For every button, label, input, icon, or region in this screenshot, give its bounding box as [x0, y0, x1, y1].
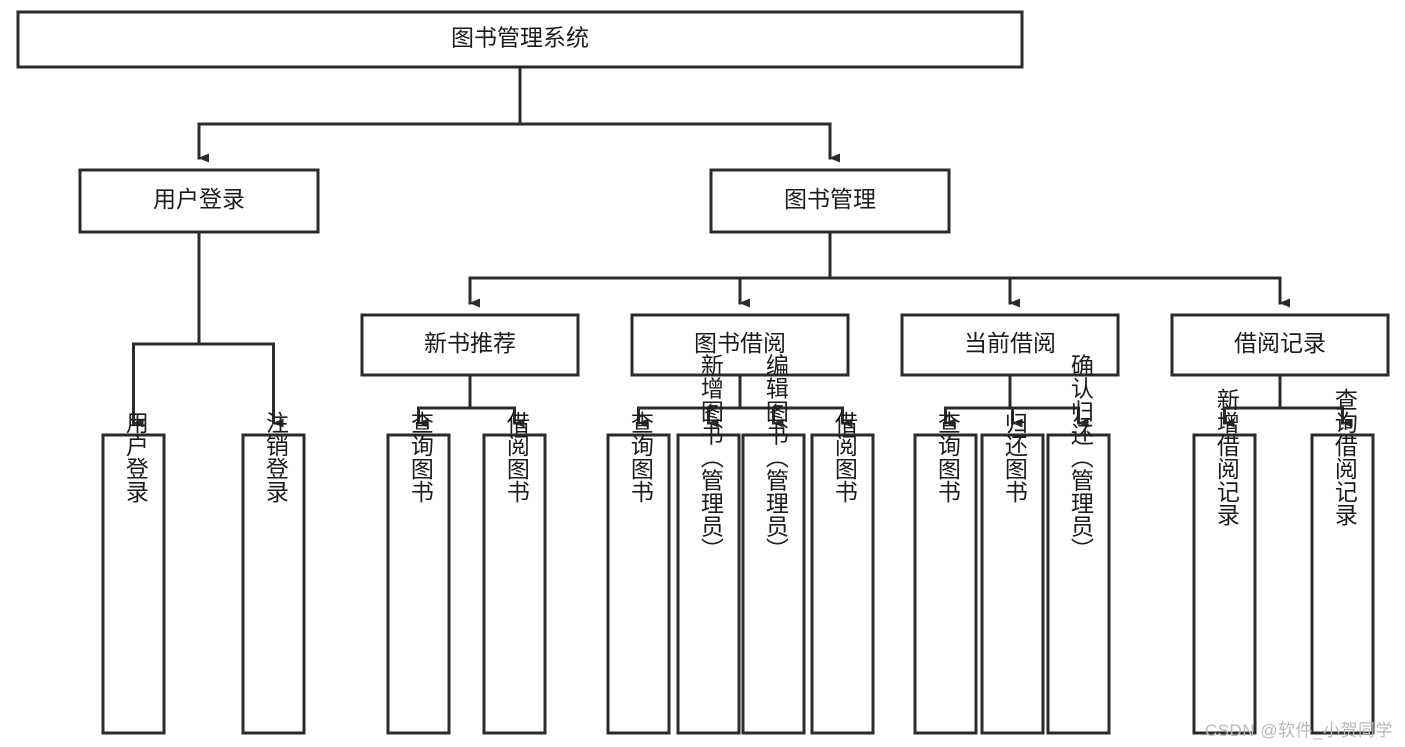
- node-box: [606, 433, 671, 735]
- node-label: 用户登录: [122, 411, 149, 503]
- node-label: 确认归还（管理员）: [1067, 354, 1094, 561]
- node-box: [386, 433, 451, 735]
- node-label: 查询借阅记录: [1331, 388, 1358, 526]
- node-box: [741, 433, 806, 735]
- node-label: 用户登录: [153, 186, 245, 212]
- node-box: [241, 433, 306, 735]
- node-leaf-edit-book[interactable]: 编辑图书（管理员）: [741, 354, 806, 735]
- node-box: [360, 313, 580, 377]
- node-box: [709, 168, 951, 234]
- node-label: 新增图书（管理员）: [697, 354, 724, 561]
- node-label: 借阅图书: [831, 411, 858, 503]
- node-box: [630, 313, 850, 377]
- node-box: [1192, 433, 1257, 735]
- connector-layer: [132, 65, 1353, 428]
- node-box: [482, 433, 547, 735]
- node-leaf-confirm-return[interactable]: 确认归还（管理员）: [1046, 354, 1111, 735]
- node-leaf-query-book-a[interactable]: 查询图书: [386, 411, 451, 735]
- node-label: 新书推荐: [424, 330, 516, 356]
- node-book-manage[interactable]: 图书管理: [709, 168, 951, 234]
- node-leaf-query-book-b[interactable]: 查询图书: [606, 411, 671, 735]
- node-label: 借阅记录: [1234, 330, 1326, 356]
- node-label: 当前借阅: [964, 330, 1056, 356]
- node-label: 新增借阅记录: [1213, 388, 1240, 526]
- node-box: [16, 10, 1024, 69]
- node-box: [900, 313, 1120, 377]
- node-root[interactable]: 图书管理系统: [16, 10, 1024, 69]
- node-leaf-borrow-book-b[interactable]: 借阅图书: [810, 411, 875, 735]
- node-box: [1170, 313, 1390, 377]
- node-leaf-logout[interactable]: 注销登录: [241, 411, 306, 735]
- node-box: [1310, 433, 1375, 735]
- node-box: [78, 168, 320, 234]
- node-label: 归还图书: [1001, 411, 1028, 503]
- node-current-borrow[interactable]: 当前借阅: [900, 313, 1120, 377]
- node-label: 查询图书: [407, 411, 434, 503]
- node-label: 查询图书: [627, 411, 654, 503]
- node-leaf-add-book[interactable]: 新增图书（管理员）: [676, 354, 741, 735]
- node-box: [1046, 433, 1111, 735]
- node-leaf-query-book-c[interactable]: 查询图书: [913, 411, 978, 735]
- node-label: 编辑图书（管理员）: [762, 354, 789, 561]
- node-label: 图书管理: [784, 186, 876, 212]
- node-layer: 图书管理系统用户登录图书管理新书推荐图书借阅当前借阅借阅记录用户登录注销登录查询…: [16, 10, 1390, 735]
- node-box: [676, 433, 741, 735]
- node-label: 借阅图书: [503, 411, 530, 503]
- node-box: [913, 433, 978, 735]
- node-borrow-record[interactable]: 借阅记录: [1170, 313, 1390, 377]
- node-box: [810, 433, 875, 735]
- node-label: 注销登录: [262, 411, 289, 503]
- node-new-book-rec[interactable]: 新书推荐: [360, 313, 580, 377]
- node-leaf-query-record[interactable]: 查询借阅记录: [1310, 388, 1375, 735]
- node-leaf-user-login[interactable]: 用户登录: [101, 411, 166, 735]
- node-box: [101, 433, 166, 735]
- node-box: [980, 433, 1045, 735]
- node-label: 图书管理系统: [451, 25, 589, 51]
- node-user-login[interactable]: 用户登录: [78, 168, 320, 234]
- node-label: 查询图书: [934, 411, 961, 503]
- node-label: 图书借阅: [694, 330, 786, 356]
- node-book-borrow[interactable]: 图书借阅: [630, 313, 850, 377]
- node-leaf-borrow-book-a[interactable]: 借阅图书: [482, 411, 547, 735]
- node-leaf-return-book[interactable]: 归还图书: [980, 411, 1045, 735]
- node-leaf-add-record[interactable]: 新增借阅记录: [1192, 388, 1257, 735]
